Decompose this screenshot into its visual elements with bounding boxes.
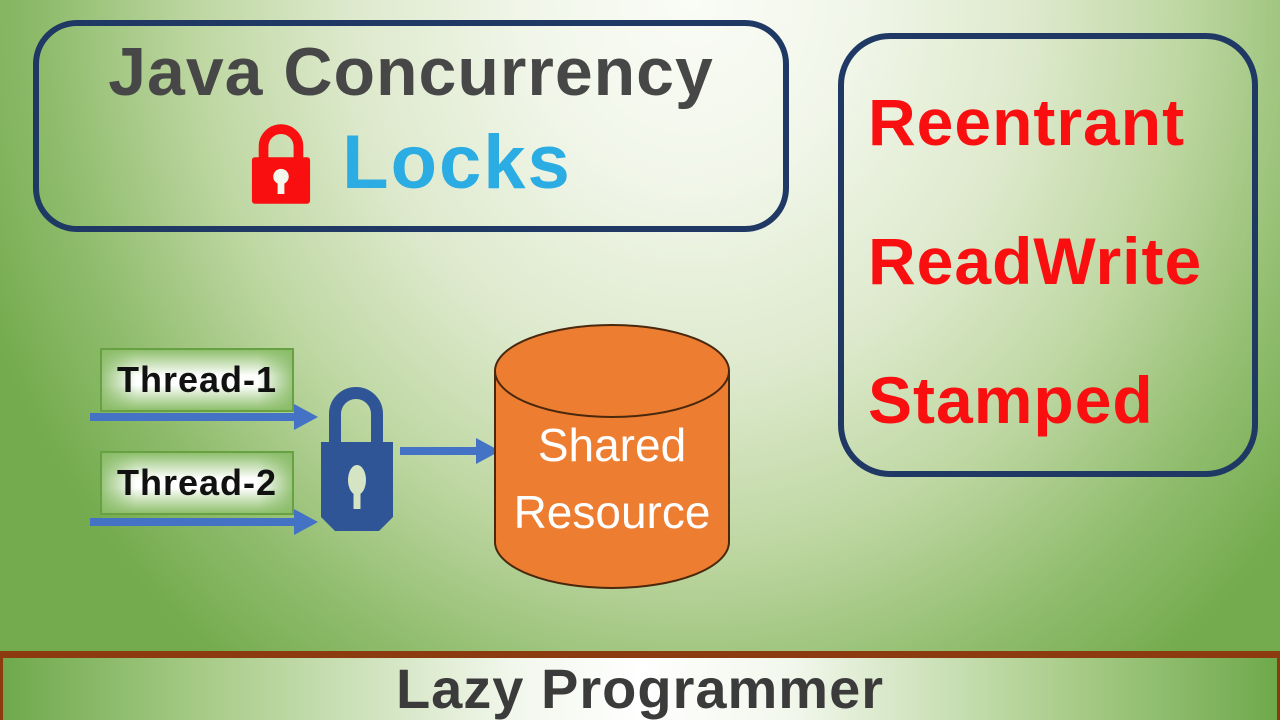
- thread2-arrow-head: [294, 509, 318, 535]
- red-padlock-keyhole-stem: [277, 179, 285, 194]
- blue-padlock-keyhole-stem: [353, 488, 361, 509]
- thread1-arrow: [90, 404, 318, 430]
- red-padlock-shackle: [258, 124, 304, 162]
- thread1-box: Thread-1: [100, 348, 294, 412]
- thread1-arrow-head: [294, 404, 318, 430]
- thread2-box: Thread-2: [100, 451, 294, 515]
- thread2-arrow: [90, 509, 318, 535]
- blue-padlock-shackle: [329, 387, 383, 448]
- lock-to-resource-arrow-head: [476, 438, 500, 464]
- title-box: Java Concurrency Locks: [33, 20, 789, 232]
- title-text: Java Concurrency: [108, 34, 714, 110]
- blue-padlock-keyhole: [348, 465, 366, 495]
- footer-divider: [0, 651, 1280, 658]
- thread1-label: Thread-1: [116, 359, 278, 400]
- footer-brand-text: Lazy Programmer: [395, 657, 885, 720]
- lock-to-resource-arrow: [400, 438, 500, 464]
- shared-resource-label: Shared Resource: [492, 412, 732, 546]
- lock-type-stamped: Stamped: [868, 363, 1154, 437]
- red-padlock-keyhole: [273, 168, 289, 185]
- title-subtitle-row: Locks: [250, 120, 572, 206]
- footer-bar: Lazy Programmer: [0, 658, 1280, 720]
- blue-padlock-icon: [321, 387, 393, 531]
- title-locks-text: Locks: [342, 120, 572, 205]
- thread2-label: Thread-2: [116, 462, 278, 503]
- cylinder-top: [494, 324, 730, 418]
- lock-types-box: Reentrant ReadWrite Stamped: [838, 33, 1258, 477]
- lock-type-reentrant: Reentrant: [868, 85, 1186, 159]
- red-padlock-icon: [252, 124, 311, 204]
- shared-resource-line1: Shared: [537, 419, 687, 471]
- shared-resource-cylinder: [494, 324, 730, 589]
- lock-type-readwrite: ReadWrite: [868, 224, 1203, 298]
- shared-resource-line2: Resource: [513, 486, 711, 538]
